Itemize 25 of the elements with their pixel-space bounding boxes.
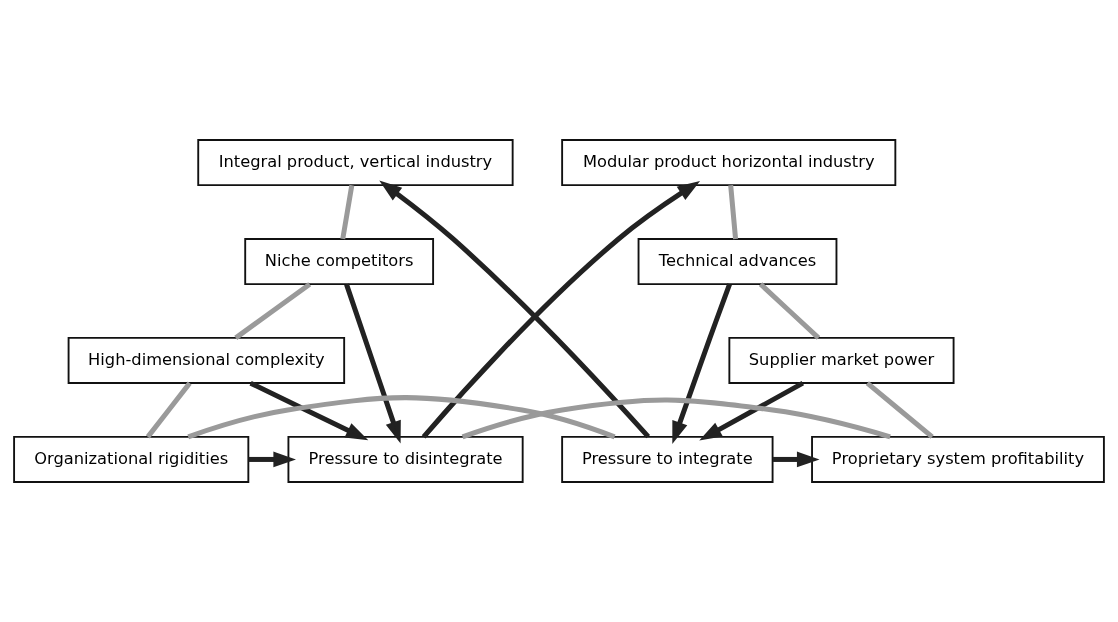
- connector: [758, 282, 821, 340]
- arrow: [248, 451, 296, 468]
- connector: [461, 397, 891, 440]
- connector: [234, 282, 312, 340]
- node-box: Niche competitors: [244, 238, 435, 285]
- connector: [865, 381, 934, 439]
- arrow: [344, 283, 401, 444]
- arrow: [699, 380, 805, 441]
- arrow: [379, 180, 651, 439]
- node-box: Pressure to integrate: [561, 435, 774, 483]
- node-box: Supplier market power: [728, 337, 955, 384]
- node-box: High-dimensional complexity: [67, 337, 346, 384]
- node-box: Integral product, vertical industry: [197, 139, 514, 187]
- node-box: Proprietary system profitability: [811, 435, 1105, 483]
- connector: [340, 184, 355, 240]
- connector: [728, 185, 739, 240]
- arrow: [672, 283, 732, 445]
- node-box: Pressure to disintegrate: [287, 435, 524, 483]
- node-box: Modular product horizontal industry: [561, 139, 897, 187]
- arrow: [772, 451, 820, 468]
- connector: [145, 381, 192, 439]
- arrow: [249, 380, 369, 441]
- arrow: [421, 181, 701, 439]
- node-box: Technical advances: [637, 238, 838, 285]
- node-box: Organizational rigidities: [13, 435, 250, 483]
